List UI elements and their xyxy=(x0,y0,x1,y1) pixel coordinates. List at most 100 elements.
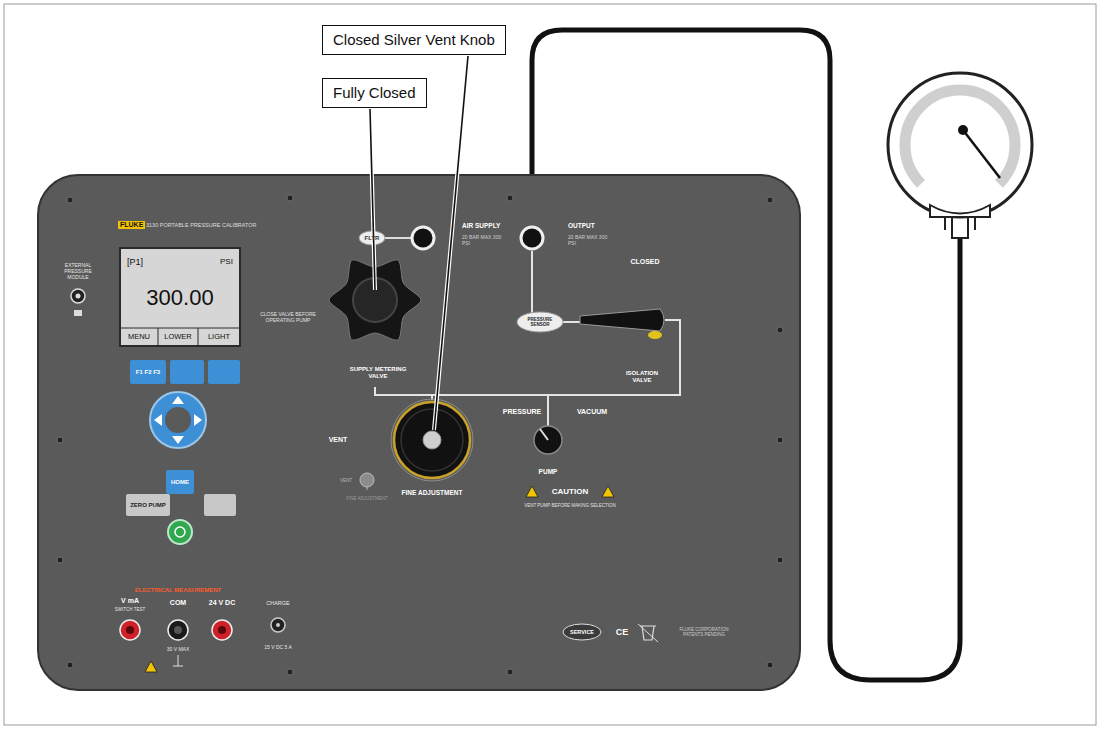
gauge-hub xyxy=(958,125,968,135)
charge-label: CHARGE xyxy=(266,600,290,606)
terminal-heading: ELECTRICAL MEASUREMENT xyxy=(135,587,222,594)
screw xyxy=(767,662,773,668)
rating-label: 30 V MAX xyxy=(167,647,190,653)
terminal-label: COM xyxy=(170,599,186,607)
module-icon xyxy=(74,310,82,316)
filter-line xyxy=(385,237,411,239)
arrow-marks xyxy=(154,396,202,444)
port-label: OUTPUT xyxy=(568,222,595,229)
black-jack xyxy=(168,620,188,640)
screw xyxy=(67,197,73,203)
gauge-scale xyxy=(905,90,1015,184)
screw xyxy=(777,327,783,333)
terminal-label: V mA xyxy=(121,597,139,605)
model-name: 3130 PORTABLE PRESSURE CALIBRATOR xyxy=(146,222,257,228)
callout-box: Fully Closed xyxy=(322,78,427,108)
mode-label: PRESSURE xyxy=(503,408,542,416)
lcd-unit: PSI xyxy=(220,257,233,266)
knob-label: FINE ADJUSTMENT xyxy=(392,489,472,496)
callout-text: Fully Closed xyxy=(333,84,416,102)
bin-symbol xyxy=(638,624,658,642)
sensor-label: PRESSURE SENSOR xyxy=(523,317,557,327)
zero-key xyxy=(126,494,170,516)
function-key xyxy=(208,360,240,384)
charge-jack xyxy=(276,623,280,627)
mode-label: VACUUM xyxy=(577,408,607,416)
gauge-needle xyxy=(963,130,1000,178)
vent-knob xyxy=(360,473,374,487)
screw xyxy=(57,437,63,443)
output-port xyxy=(521,227,543,249)
service-oval xyxy=(563,624,601,640)
key-label: F1 F2 F3 xyxy=(136,369,160,376)
callout-box: Closed Silver Vent Knob xyxy=(322,25,506,55)
isolation-valve-stem xyxy=(648,331,662,339)
jack-hole xyxy=(218,626,226,634)
lcd-divider xyxy=(120,328,240,329)
terminal-label: SWITCH TEST xyxy=(115,607,145,612)
screw xyxy=(507,195,513,201)
arrow-pad xyxy=(150,392,206,448)
softkey-label: MENU xyxy=(128,333,150,342)
screw xyxy=(767,197,773,203)
rating-label: 20 BAR MAX 300 PSI xyxy=(462,235,510,247)
screw xyxy=(57,557,63,563)
rating-label: 15 V DC 5 A xyxy=(261,645,295,651)
vent-label: VENT xyxy=(329,436,348,444)
jack-hole xyxy=(174,626,182,634)
lcd-divider xyxy=(158,328,159,346)
module-connector xyxy=(71,289,85,303)
caution-label: CAUTION xyxy=(552,487,588,496)
screw xyxy=(507,669,513,675)
key-label: ZERO PUMP xyxy=(130,502,166,509)
filter-label: FLTR xyxy=(365,235,380,242)
screws xyxy=(57,195,783,675)
brand-logo: FLUKE xyxy=(118,221,145,229)
ce-mark: CE xyxy=(616,627,629,637)
charge-jack xyxy=(271,618,285,632)
module-connector xyxy=(76,294,81,299)
screw xyxy=(287,669,293,675)
maker-note: FLUKE CORPORATION PATENTS PENDING xyxy=(673,627,735,637)
air-supply-port xyxy=(412,227,434,249)
terminal-label: 24 V DC xyxy=(209,599,235,607)
function-key xyxy=(170,360,204,384)
softkey-label: LIGHT xyxy=(208,333,230,342)
valve-label: ISOLATION VALVE xyxy=(617,370,667,384)
lcd-channel: [P1] xyxy=(127,257,143,267)
fine-adjust-rim xyxy=(401,409,463,471)
instruction-label: CLOSE VALVE BEFORE OPERATING PUMP xyxy=(258,312,318,324)
calibrator-panel xyxy=(38,175,800,690)
jack-hole xyxy=(126,626,134,634)
pipe-lines xyxy=(375,251,680,426)
gauge-mount xyxy=(930,205,990,217)
power-symbol xyxy=(175,527,185,537)
key-label: HOME xyxy=(171,479,189,486)
power-key xyxy=(168,520,192,544)
gauge-stand xyxy=(930,217,990,238)
pump-selector xyxy=(534,426,562,454)
screw xyxy=(67,662,73,668)
red-jack xyxy=(212,620,232,640)
port-label: AIR SUPPLY xyxy=(462,222,500,229)
screw xyxy=(777,557,783,563)
ground-symbol xyxy=(178,655,179,666)
fine-adjust-ring xyxy=(391,399,473,481)
caution-note: VENT PUMP BEFORE MAKING SELECTION xyxy=(524,503,616,508)
lcd-reading: 300.00 xyxy=(146,285,213,310)
service-label: SERVICE xyxy=(570,629,594,635)
outer-frame xyxy=(4,4,1096,725)
screw xyxy=(287,195,293,201)
silver-vent-knob xyxy=(423,431,441,449)
valve-label: SUPPLY METERING VALVE xyxy=(345,366,411,380)
screw xyxy=(777,437,783,443)
leader-line xyxy=(370,109,375,290)
isolation-valve-handle xyxy=(580,309,664,331)
ground-symbol xyxy=(173,666,183,667)
function-key xyxy=(130,360,166,384)
red-jack xyxy=(120,620,140,640)
softkey-label: LOWER xyxy=(164,333,192,342)
knob-label: FINE ADJUSTMENT xyxy=(346,496,388,501)
